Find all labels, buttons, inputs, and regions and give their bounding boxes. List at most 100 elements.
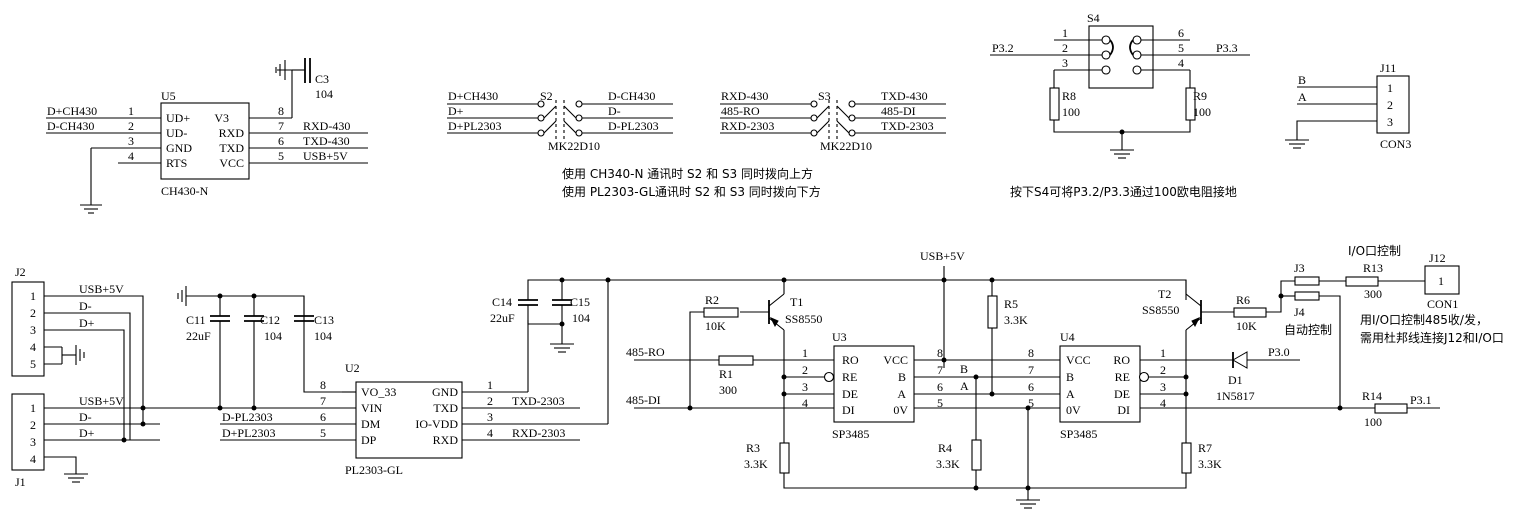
u3-vcc: VCC bbox=[883, 353, 908, 367]
j11-body bbox=[1376, 75, 1410, 134]
s3-switch: S3 MK22D10 RXD-430 485-RO RXD-2303 TXD-4… bbox=[720, 89, 946, 153]
u3-pin8: 8 bbox=[937, 346, 943, 360]
u5-part: CH430-N bbox=[161, 184, 209, 198]
r13-value: 300 bbox=[1364, 287, 1382, 301]
net-a: A bbox=[960, 379, 969, 393]
u2-pin6: 6 bbox=[320, 410, 326, 424]
u5-rts: RTS bbox=[166, 156, 187, 170]
usb5v-net-label: USB+5V bbox=[920, 249, 965, 263]
t2-ref: T2 bbox=[1158, 287, 1171, 301]
s4-body bbox=[1088, 25, 1154, 89]
net-485di: 485-DI bbox=[626, 393, 661, 407]
r14-value: 100 bbox=[1364, 415, 1382, 429]
c12-ref: C12 bbox=[260, 313, 280, 327]
ground-symbol bbox=[1016, 499, 1040, 509]
r8-ref: R8 bbox=[1062, 89, 1076, 103]
j1-pin1: 1 bbox=[30, 401, 36, 415]
u4-de: DE bbox=[1114, 387, 1130, 401]
j12-connector: J12 1 CON1 bbox=[1424, 251, 1460, 311]
c3-ref: C3 bbox=[315, 72, 329, 86]
r5-value: 3.3K bbox=[1004, 313, 1028, 327]
u4-sp3485: U4 SP3485 VCC B A 0V RO RE DE DI 8 7 6 5… bbox=[1028, 330, 1375, 474]
u5-pin1: 1 bbox=[128, 104, 134, 118]
s2-net-r3: D-PL2303 bbox=[608, 119, 659, 133]
r1-ref: R1 bbox=[719, 367, 733, 381]
u2-dm: DM bbox=[361, 417, 381, 431]
u5-gnd: GND bbox=[166, 141, 192, 155]
u2-net-dplus: D+PL2303 bbox=[222, 426, 275, 440]
u2-net-txd: TXD-2303 bbox=[512, 394, 565, 408]
c13-value: 104 bbox=[314, 329, 332, 343]
u4-part: SP3485 bbox=[1060, 427, 1097, 441]
u5-rxd: RXD bbox=[219, 126, 245, 140]
u2-pl2303: U2 PL2303-GL 8 7 6 5 VO_33 VIN DM DP D-P… bbox=[220, 361, 608, 477]
net-p30: P3.0 bbox=[1268, 345, 1290, 359]
j1-net-usb5v: USB+5V bbox=[79, 394, 124, 408]
j11-pin1: 1 bbox=[1387, 81, 1393, 95]
s3-net-l2: 485-RO bbox=[721, 104, 760, 118]
u3-pin7: 7 bbox=[937, 363, 943, 377]
jumpers-j3-j4: J3 J4 自动控制 R13 300 I/O口控制 bbox=[1278, 244, 1425, 411]
u5-txd: TXD bbox=[219, 141, 244, 155]
u2-rxd: RXD bbox=[433, 433, 459, 447]
r2-value: 10K bbox=[705, 319, 726, 333]
c14-ref: C14 bbox=[492, 295, 512, 309]
j2-ref: J2 bbox=[15, 265, 26, 279]
u2-pin1: 1 bbox=[487, 378, 493, 392]
u2-part: PL2303-GL bbox=[345, 463, 403, 477]
j3-ref: J3 bbox=[1294, 261, 1305, 275]
u2-txd: TXD bbox=[433, 401, 458, 415]
j2-pin3: 3 bbox=[30, 323, 36, 337]
j2-pin4: 4 bbox=[30, 340, 36, 354]
s4-pin6: 6 bbox=[1178, 26, 1184, 40]
j12-pin1: 1 bbox=[1438, 274, 1444, 288]
s3-net-l1: RXD-430 bbox=[721, 89, 768, 103]
u5-pin5: 5 bbox=[278, 149, 284, 163]
u3-part: SP3485 bbox=[832, 427, 869, 441]
j4-label: 自动控制 bbox=[1284, 323, 1332, 337]
u4-body bbox=[1059, 345, 1141, 423]
s3-ref: S3 bbox=[818, 89, 831, 103]
c3-capacitor: C3 104 bbox=[292, 58, 333, 101]
j12-note-1: 用I/O口控制485收/发， bbox=[1360, 312, 1488, 327]
ground-symbol bbox=[550, 343, 574, 353]
u5-net-dplus: D+CH430 bbox=[47, 104, 97, 118]
s3-net-l3: RXD-2303 bbox=[721, 119, 774, 133]
u5-ud-minus: UD- bbox=[166, 126, 187, 140]
u4-ro: RO bbox=[1113, 353, 1130, 367]
s4-pin5: 5 bbox=[1178, 41, 1184, 55]
j1-pin4: 4 bbox=[30, 452, 36, 466]
s4-pin3: 3 bbox=[1062, 56, 1068, 70]
t1-transistor: T1 SS8550 R2 10K bbox=[689, 277, 822, 408]
j11-net-b: B bbox=[1298, 73, 1306, 87]
s2-net-r2: D- bbox=[608, 104, 621, 118]
u3-pin2: 2 bbox=[802, 363, 808, 377]
r1-value: 300 bbox=[719, 383, 737, 397]
u5-pin6: 6 bbox=[278, 134, 284, 148]
j1-net-dminus: D- bbox=[79, 410, 92, 424]
c13-ref: C13 bbox=[314, 313, 334, 327]
r5-ref: R5 bbox=[1004, 297, 1018, 311]
j11-ref: J11 bbox=[1380, 61, 1396, 75]
s3-net-r1: TXD-430 bbox=[881, 89, 928, 103]
r8-value: 100 bbox=[1062, 105, 1080, 119]
u5-pin3: 3 bbox=[128, 134, 134, 148]
s4-net-p33: P3.3 bbox=[1216, 41, 1238, 55]
j2-body bbox=[11, 281, 45, 377]
u5-vcc: VCC bbox=[219, 156, 244, 170]
j1-pin2: 2 bbox=[30, 418, 36, 432]
s4-pin2: 2 bbox=[1062, 41, 1068, 55]
u4-ref: U4 bbox=[1060, 330, 1075, 344]
s2-part: MK22D10 bbox=[548, 139, 600, 153]
u2-pin4: 4 bbox=[487, 426, 493, 440]
s3-net-r3: TXD-2303 bbox=[881, 119, 934, 133]
u4-0v: 0V bbox=[1066, 403, 1081, 417]
u4-pin4: 4 bbox=[1160, 396, 1166, 410]
d1-ref: D1 bbox=[1228, 373, 1243, 387]
net-p31: P3.1 bbox=[1410, 393, 1432, 407]
u5-net-dminus: D-CH430 bbox=[47, 119, 94, 133]
u5-body bbox=[160, 102, 250, 180]
io-ctrl-label: I/O口控制 bbox=[1348, 244, 1401, 258]
j2-pin1: 1 bbox=[30, 289, 36, 303]
caps-c11-c13: C11 22uF C12 104 C13 104 bbox=[177, 286, 342, 411]
